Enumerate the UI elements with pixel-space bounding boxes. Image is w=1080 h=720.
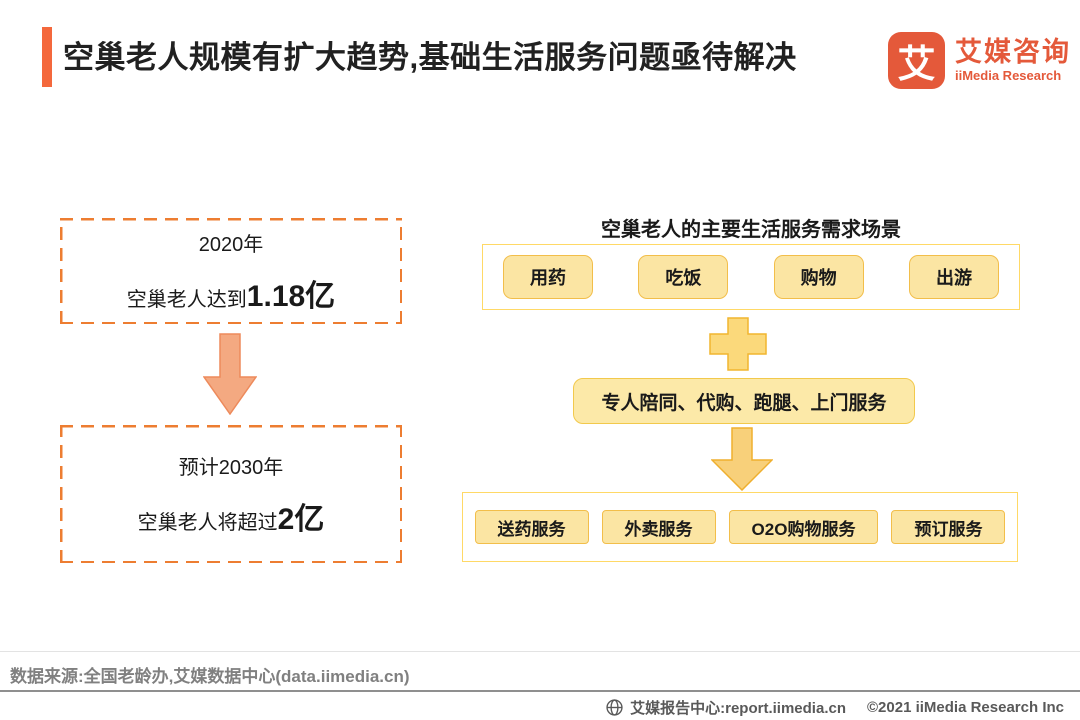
scene-chip: 购物 [773,255,864,299]
stat-prefix: 空巢老人达到 [126,288,247,311]
iimedia-logo: 艾 艾媒咨询 iiMedia Research [888,32,1071,89]
logo-name-en: iiMedia Research [955,68,1062,83]
service-chip: 送药服务 [474,510,589,544]
footer-copyright: ©2021 iiMedia Research Inc [867,699,1064,716]
plus-icon [709,317,767,371]
logo-name-cn: 艾媒咨询 [955,37,1071,67]
divider-light [0,651,1080,652]
globe-icon [606,699,623,716]
stat-box-2020: 2020年 空巢老人达到1.18亿 [60,218,402,324]
scene-chip: 吃饭 [638,255,729,299]
stat-year: 2020年 [198,233,264,256]
arrow-down-icon [203,333,257,415]
services-frame: 送药服务 外卖服务 O2O购物服务 预订服务 [462,492,1018,562]
footer: 艾媒报告中心:report.iimedia.cn ©2021 iiMedia R… [606,697,1064,718]
service-chip: 外卖服务 [601,510,716,544]
stat-line: 空巢老人将超过2亿 [138,494,325,538]
stat-value: 2亿 [277,502,325,536]
footer-site: 艾媒报告中心:report.iimedia.cn [630,700,846,717]
data-source-note: 数据来源:全国老龄办,艾媒数据中心(data.iimedia.cn) [10,667,410,686]
logo-text: 艾媒咨询 iiMedia Research [955,37,1071,83]
combined-service-box: 专人陪同、代购、跑腿、上门服务 [573,378,915,424]
stat-value: 1.18亿 [246,279,336,313]
scene-chip: 出游 [908,255,999,299]
diagram-title: 空巢老人的主要生活服务需求场景 [601,219,901,241]
arrow-down-icon [711,427,773,491]
scene-chip: 用药 [503,255,593,299]
stat-year: 预计2030年 [178,456,284,479]
title-accent-bar [42,27,52,87]
divider-dark [0,690,1080,692]
stat-prefix: 空巢老人将超过 [137,511,278,534]
stat-box-2030: 预计2030年 空巢老人将超过2亿 [60,425,402,563]
page-title: 空巢老人规模有扩大趋势,基础生活服务问题亟待解决 [63,40,797,75]
scenes-frame: 用药 吃饭 购物 出游 [482,244,1020,310]
iimedia-logo-icon: 艾 [888,32,945,89]
stat-line: 空巢老人达到1.18亿 [127,271,335,315]
service-chip: 预订服务 [891,510,1006,544]
service-chip: O2O购物服务 [728,510,879,544]
